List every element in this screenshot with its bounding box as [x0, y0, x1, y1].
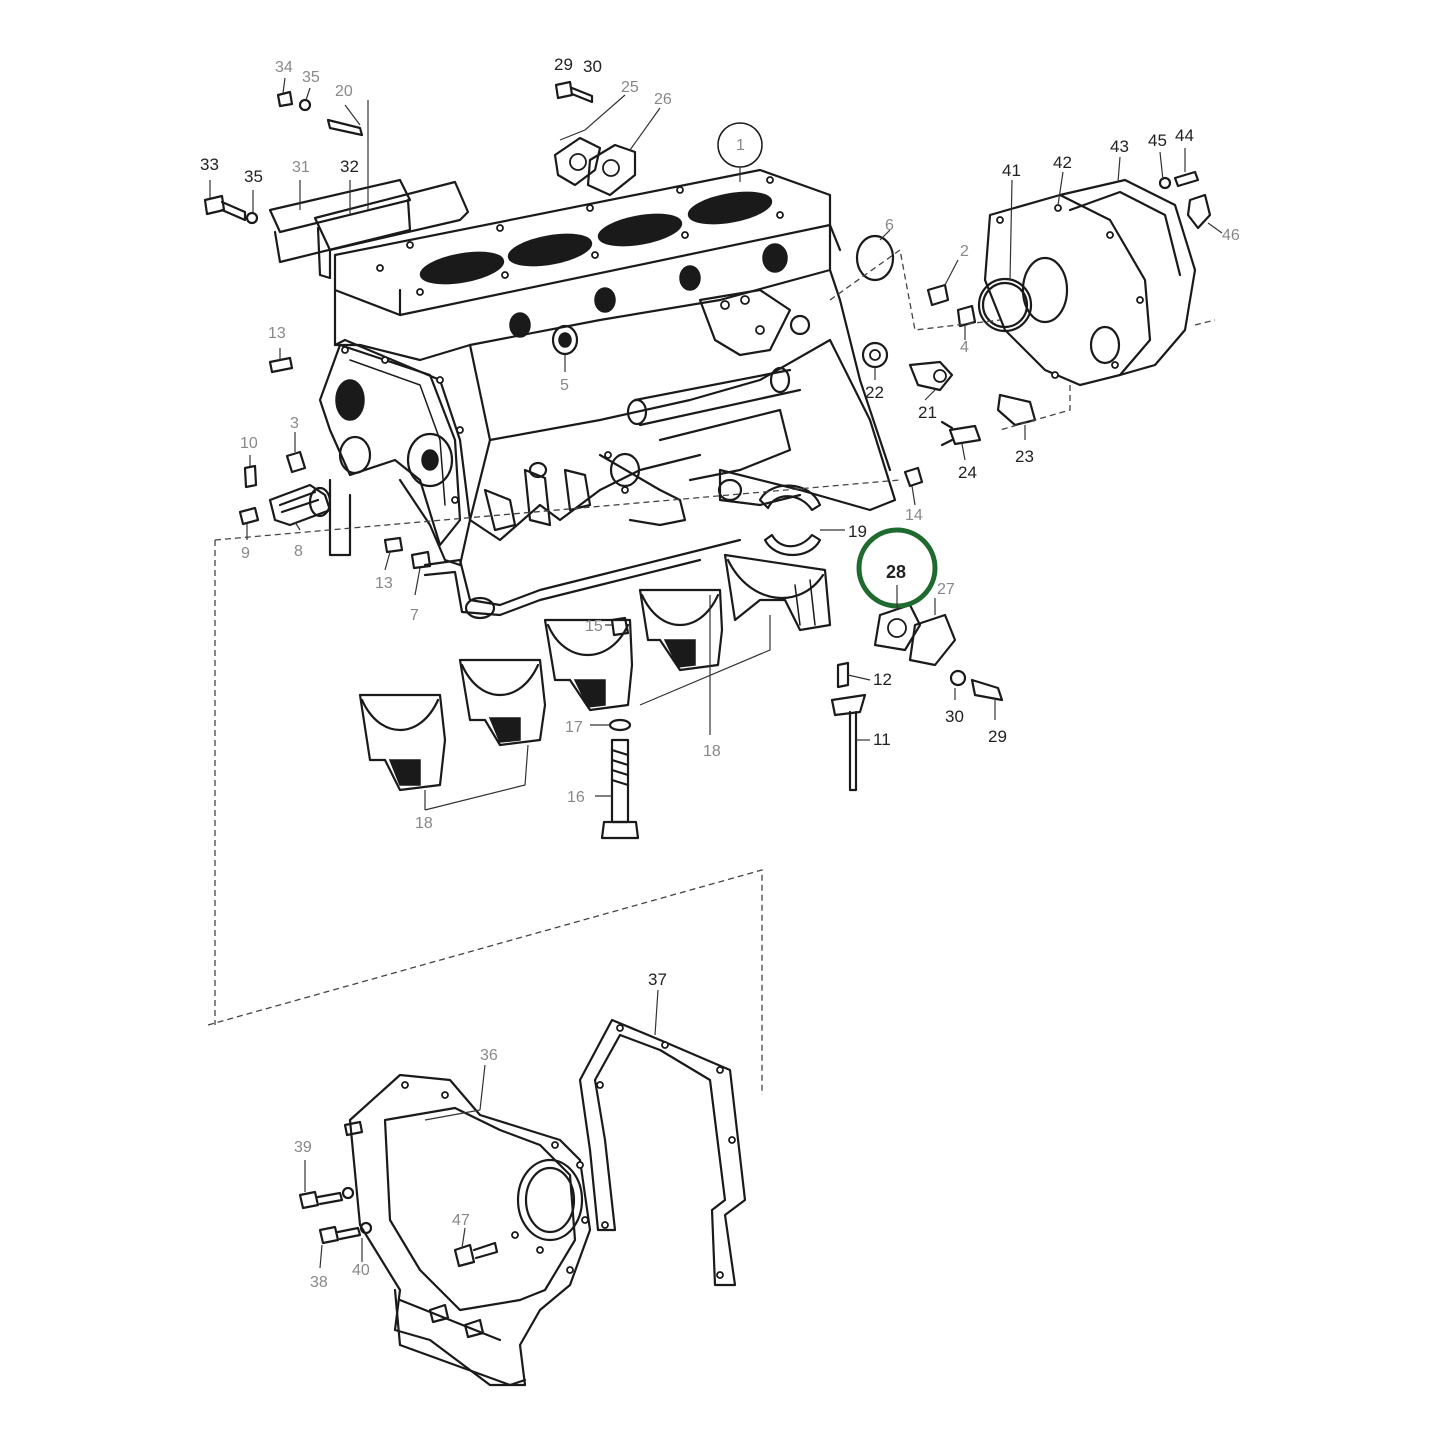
callout-45: 45 — [1148, 131, 1167, 150]
callout-7: 7 — [410, 607, 419, 624]
timing-plate-assembly — [298, 1018, 747, 1387]
callout-21: 21 — [918, 403, 937, 422]
callout-19: 19 — [848, 522, 867, 541]
callout-35-left: 35 — [244, 167, 263, 186]
callout-29-top: 29 — [554, 55, 573, 74]
callout-35-top: 35 — [302, 69, 320, 86]
callout-1: 1 — [736, 137, 745, 154]
callout-43: 43 — [1110, 137, 1129, 156]
callout-20: 20 — [335, 83, 353, 100]
callout-13-top: 13 — [268, 325, 286, 342]
left-small-parts — [238, 356, 432, 570]
callout-6: 6 — [885, 217, 894, 234]
front-plate-gasket — [318, 343, 464, 557]
right-small-parts — [600, 234, 1037, 840]
callout-17: 17 — [565, 719, 583, 736]
callout-11: 11 — [873, 730, 891, 749]
callout-3: 3 — [290, 415, 299, 432]
callout-labels: 1 2 3 4 5 6 7 8 9 10 11 12 13 13 14 15 1… — [200, 55, 1240, 1291]
callout-36: 36 — [480, 1047, 498, 1064]
callout-24: 24 — [958, 463, 977, 482]
highlight-marker-28: 28 — [856, 527, 938, 610]
callout-23: 23 — [1015, 447, 1034, 466]
callout-16: 16 — [567, 789, 585, 806]
callout-40: 40 — [352, 1262, 370, 1279]
rear-plate-assembly — [977, 170, 1212, 387]
callout-12: 12 — [873, 670, 892, 689]
callout-18-right: 18 — [703, 743, 721, 760]
callout-47: 47 — [452, 1212, 470, 1229]
top-parts — [203, 80, 763, 280]
engine-block — [333, 168, 897, 567]
main-bearing-caps — [358, 484, 832, 792]
callout-15: 15 — [585, 618, 603, 635]
callout-27: 27 — [937, 581, 955, 598]
callout-29-bottom: 29 — [988, 727, 1007, 746]
callout-8: 8 — [294, 543, 303, 560]
callout-32: 32 — [340, 157, 359, 176]
callout-31: 31 — [292, 159, 310, 176]
callout-2: 2 — [960, 243, 969, 260]
callout-33: 33 — [200, 155, 219, 174]
callout-46: 46 — [1222, 227, 1240, 244]
callout-30-bottom: 30 — [945, 707, 964, 726]
callout-13-bottom: 13 — [375, 575, 393, 592]
callout-5: 5 — [560, 377, 569, 394]
leader-lines — [209, 77, 1223, 1269]
callout-41: 41 — [1002, 161, 1021, 180]
callout-34: 34 — [275, 59, 293, 76]
callout-42: 42 — [1053, 153, 1072, 172]
callout-10: 10 — [240, 435, 258, 452]
callout-18-left: 18 — [415, 815, 433, 832]
callout-38: 38 — [310, 1274, 328, 1291]
callout-22: 22 — [865, 383, 884, 402]
callout-37: 37 — [648, 970, 667, 989]
callout-25: 25 — [621, 79, 639, 96]
highlight-label: 28 — [886, 562, 906, 582]
callout-9: 9 — [241, 545, 250, 562]
callout-26: 26 — [654, 91, 672, 108]
callout-44: 44 — [1175, 126, 1194, 145]
callout-39: 39 — [294, 1139, 312, 1156]
callout-30-top: 30 — [583, 57, 602, 76]
callout-4: 4 — [960, 339, 969, 356]
assembly-guide-lines — [207, 248, 1216, 1095]
oil-pipe — [423, 451, 742, 620]
callout-14: 14 — [905, 507, 923, 524]
